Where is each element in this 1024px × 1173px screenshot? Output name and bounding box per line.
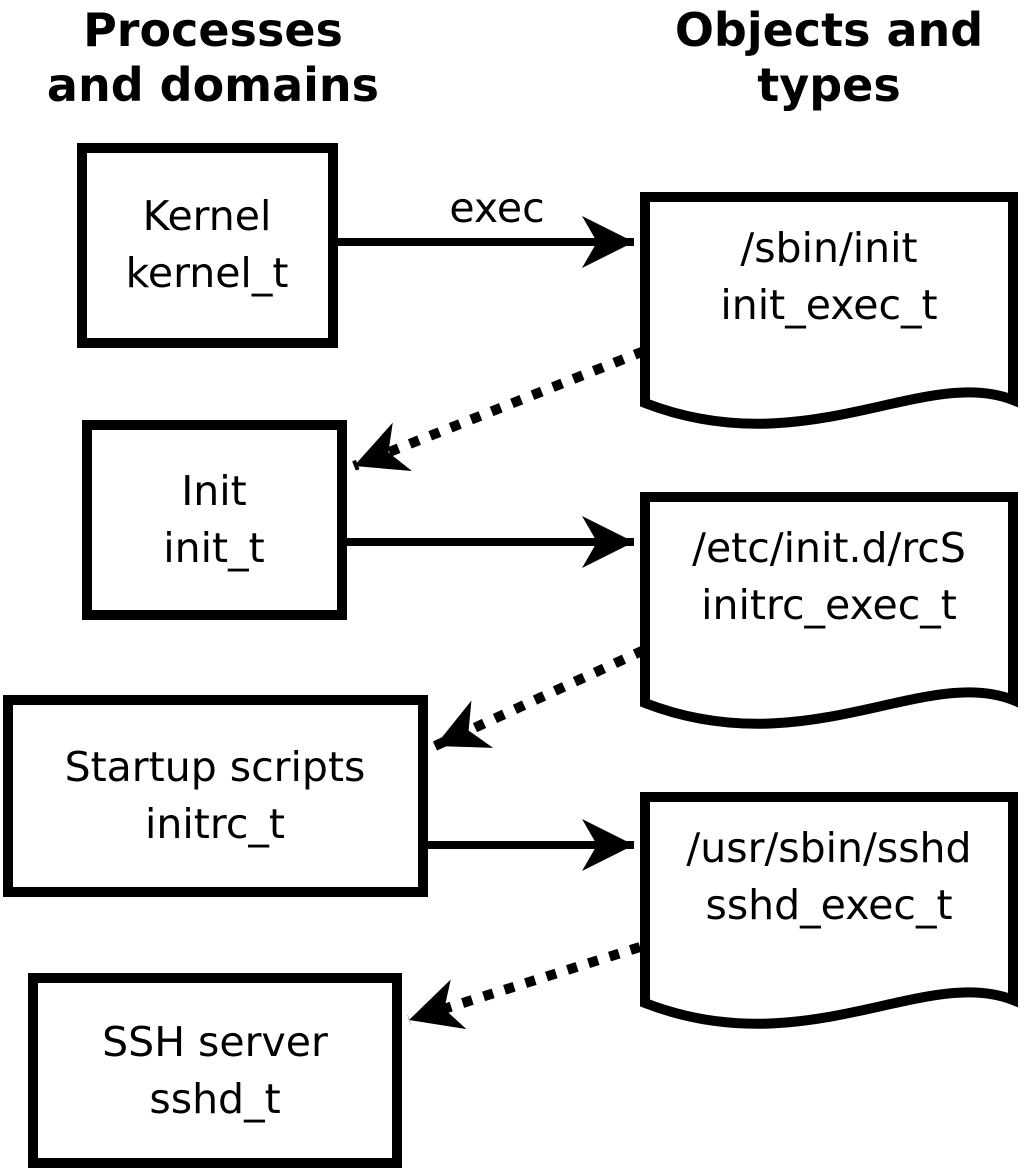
document-etc-initd-rcs-path: /etc/init.d/rcS: [692, 524, 966, 572]
process-box-ssh-server: SSH server sshd_t: [28, 973, 402, 1168]
process-box-init: Init init_t: [82, 420, 347, 620]
document-usr-sbin-sshd-type: sshd_exec_t: [705, 881, 952, 929]
header-objects-line2: types: [757, 58, 900, 112]
process-box-startup-scripts-rect: [3, 695, 428, 897]
process-box-init-name: Init: [181, 467, 247, 515]
transition-arrow-etc-initd-rcs-to-startup-scripts: [432, 645, 647, 751]
document-sbin-init-type: init_exec_t: [720, 281, 937, 329]
transition-arrow-usr-sbin-sshd-to-ssh-server: [407, 942, 642, 1030]
process-box-ssh-server-type: sshd_t: [149, 1075, 280, 1123]
column-header-processes: Processes and domains: [47, 3, 379, 112]
document-shape-etc-initd-rcs-outline: [640, 492, 1018, 729]
process-box-ssh-server-rect: [28, 973, 402, 1168]
header-processes-line1: Processes: [83, 3, 343, 57]
document-shape-sbin-init-outline: [640, 192, 1018, 429]
process-box-startup-scripts: Startup scripts initrc_t: [3, 695, 428, 897]
exec-arrow-label: exec: [449, 184, 544, 232]
process-box-kernel-rect: [77, 143, 338, 348]
column-header-objects: Objects and types: [675, 3, 983, 112]
transition-arrow-sbin-init-to-init: [352, 346, 646, 472]
document-shape-etc-initd-rcs: /etc/init.d/rcS initrc_exec_t: [640, 492, 1018, 729]
document-shape-usr-sbin-sshd: /usr/sbin/sshd sshd_exec_t: [640, 792, 1018, 1029]
header-objects-line1: Objects and: [675, 3, 983, 57]
process-box-kernel-name: Kernel: [143, 192, 272, 240]
process-box-startup-scripts-name: Startup scripts: [65, 743, 366, 791]
process-box-startup-scripts-type: initrc_t: [145, 800, 285, 848]
process-box-kernel-type: kernel_t: [126, 249, 289, 297]
header-processes-line2: and domains: [47, 58, 379, 112]
document-shape-usr-sbin-sshd-outline: [640, 792, 1018, 1029]
process-box-ssh-server-name: SSH server: [102, 1018, 328, 1066]
document-etc-initd-rcs-type: initrc_exec_t: [701, 581, 957, 629]
process-box-kernel: Kernel kernel_t: [77, 143, 338, 348]
document-usr-sbin-sshd-path: /usr/sbin/sshd: [686, 824, 971, 872]
document-shape-sbin-init: /sbin/init init_exec_t: [640, 192, 1018, 429]
process-box-init-type: init_t: [163, 524, 264, 572]
document-sbin-init-path: /sbin/init: [740, 224, 917, 272]
process-box-init-rect: [82, 420, 347, 620]
